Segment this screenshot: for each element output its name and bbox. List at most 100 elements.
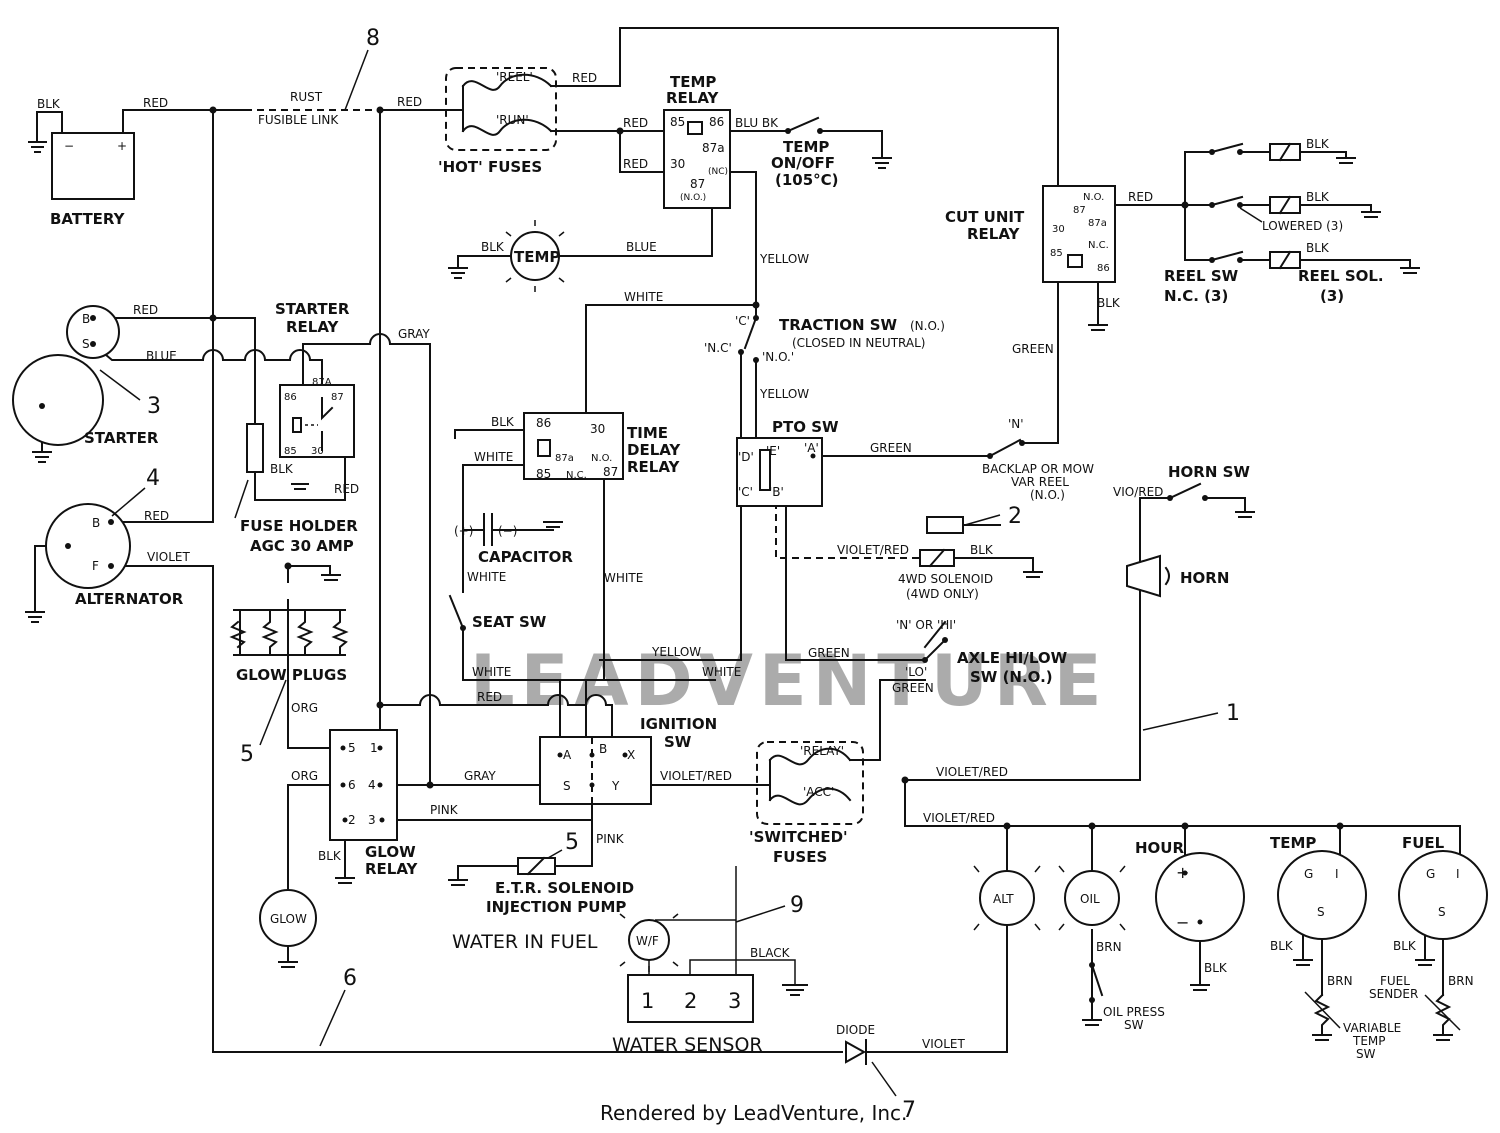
fg-g: G xyxy=(1426,867,1435,881)
battery-pos-label: + xyxy=(117,139,127,153)
wire-label: BLK xyxy=(1204,961,1228,975)
variable-label-2: TEMP xyxy=(1352,1034,1386,1048)
ground-icon xyxy=(32,451,52,463)
alt-lamp: ALT xyxy=(973,865,1041,931)
wire-label: YELLOW xyxy=(651,645,701,659)
wire-label: ORG xyxy=(291,701,318,715)
horn-switch: HORN SW xyxy=(1167,463,1255,518)
wire-label: BLK xyxy=(481,240,505,254)
cu-30: 30 xyxy=(1052,224,1065,235)
ground-icon xyxy=(1361,211,1381,218)
wire-label: BLUE xyxy=(626,240,657,254)
etr-label-2: INJECTION PUMP xyxy=(486,898,626,916)
ground-icon xyxy=(28,141,47,153)
callout-4: 4 xyxy=(146,466,160,491)
traction-sw-label: TRACTION SW xyxy=(779,316,898,334)
traction-no-label: (N.O.) xyxy=(910,319,945,333)
backlap-switch: 'N' BACKLAP OR MOW VAR REEL (N.O.) xyxy=(982,417,1094,502)
wire-label: BRN xyxy=(1327,974,1353,988)
ign-x: X xyxy=(627,748,635,762)
wire-label: BLK xyxy=(970,543,994,557)
wire-label: ORG xyxy=(291,769,318,783)
starter-label: STARTER xyxy=(84,429,159,447)
ground-icon xyxy=(1415,959,1435,966)
wire-label: GREEN xyxy=(1012,342,1054,356)
glow-relay-label-1: GLOW xyxy=(365,843,416,861)
temp-lamp-label: TEMP xyxy=(514,248,560,266)
fuse-acc-label: 'ACC' xyxy=(803,785,834,799)
fuel-sender-label-2: SENDER xyxy=(1369,987,1418,1001)
wire-label: WHITE xyxy=(604,571,643,585)
reel-sol-label-1: REEL SOL. xyxy=(1298,267,1384,285)
td-85: 85 xyxy=(536,467,551,481)
wire-label: VIOLET/RED xyxy=(837,543,909,557)
td-no: N.O. xyxy=(591,453,612,464)
cut-unit-relay: N.O. 87 30 87a N.C. 85 86 CUT UNIT RELAY xyxy=(945,185,1116,331)
lamp-rays-icon xyxy=(1058,865,1126,931)
tg-s: S xyxy=(1317,905,1325,919)
diode: DIODE xyxy=(836,1023,875,1065)
ws-1: 1 xyxy=(641,989,654,1013)
callout-5: 5 xyxy=(240,742,254,767)
starter: B S STARTER xyxy=(12,305,159,463)
wire-label: VIOLET xyxy=(922,1037,965,1051)
fuse-holder-label-1: FUSE HOLDER xyxy=(240,517,358,535)
axle-switch: 'N' OR 'HI' 'LO' AXLE HI/LOW SW (N.O.) xyxy=(896,618,1068,686)
water-in-fuel: WATER IN FUEL W/F 1 2 3 WATER SENSOR BLA… xyxy=(452,913,808,1056)
callout-5b: 5 xyxy=(565,830,579,855)
starter-relay-label-1: STARTER xyxy=(275,300,350,318)
glow-lamp: GLOW xyxy=(259,889,317,968)
wire-label: BLU BK xyxy=(735,116,779,130)
ign-s: S xyxy=(563,779,571,793)
tr-c-label: 'C' xyxy=(735,314,750,328)
reel-sw-label-1: REEL SW xyxy=(1164,267,1239,285)
t30-label: 30 xyxy=(670,157,685,171)
variable-resistor-icon xyxy=(1424,993,1461,1036)
time-delay-label-3: RELAY xyxy=(627,458,681,476)
ground-icon xyxy=(1293,959,1313,966)
callout-7: 7 xyxy=(902,1098,916,1123)
ground-icon xyxy=(872,157,892,169)
backlap-label-1: BACKLAP OR MOW xyxy=(982,462,1094,476)
axle-label-2: SW (N.O.) xyxy=(970,668,1053,686)
oil-lamp: OIL OIL PRESS SW xyxy=(1058,865,1165,1032)
tr-no-label: 'N.O.' xyxy=(762,350,794,364)
wire-label: VIOLET/RED xyxy=(923,811,995,825)
wire-label: VIOLET/RED xyxy=(936,765,1008,779)
gr-2: 2 xyxy=(348,813,356,827)
gr-4: 4 xyxy=(368,778,376,792)
etr-label-1: E.T.R. SOLENOID xyxy=(495,879,634,897)
fg-i: I xyxy=(1456,867,1460,881)
sr-t85-label: 85 xyxy=(284,446,297,457)
gr-3: 3 xyxy=(368,813,376,827)
seat-sw-label: SEAT SW xyxy=(472,613,547,631)
wire-label: BLK xyxy=(1306,241,1330,255)
pto-e: 'E' xyxy=(766,444,780,458)
wire-label: RED xyxy=(397,95,422,109)
time-delay-label-1: TIME xyxy=(627,424,668,442)
wire-label: RED xyxy=(143,96,168,110)
starter-b-label: B xyxy=(82,312,90,326)
fuse-holder-label-2: AGC 30 AMP xyxy=(250,537,354,555)
callout-9: 9 xyxy=(790,893,804,918)
callout-2: 2 xyxy=(1008,504,1022,529)
oil-press-label-1: OIL PRESS xyxy=(1103,1005,1165,1019)
cu-85: 85 xyxy=(1050,248,1063,259)
water-in-fuel-label: WATER IN FUEL xyxy=(452,931,598,953)
starter-s-label: S xyxy=(82,337,90,351)
fuse-relay-label: 'RELAY' xyxy=(800,744,844,758)
gr-5: 5 xyxy=(348,741,356,755)
ground-icon xyxy=(1088,324,1108,331)
oil-press-label-2: SW xyxy=(1124,1018,1144,1032)
cu-87: 87 xyxy=(1073,205,1086,216)
credit-text: Rendered by LeadVenture, Inc. xyxy=(600,1101,907,1125)
fuel-gauge: G I S FUEL FUEL SENDER xyxy=(1369,834,1488,1041)
fuse-holder: FUSE HOLDER AGC 30 AMP xyxy=(234,423,358,555)
temp-relay: 85 86 30 87a (NC) 87 (N.O.) TEMP RELAY xyxy=(663,73,731,209)
ws-3: 3 xyxy=(728,989,741,1013)
backlap-label-2: VAR REEL xyxy=(1011,475,1069,489)
wire-label: BLK xyxy=(1306,137,1330,151)
temp-gauge-label: TEMP xyxy=(1270,834,1316,852)
cu-no: N.O. xyxy=(1083,192,1104,203)
callout-8: 8 xyxy=(366,26,380,51)
